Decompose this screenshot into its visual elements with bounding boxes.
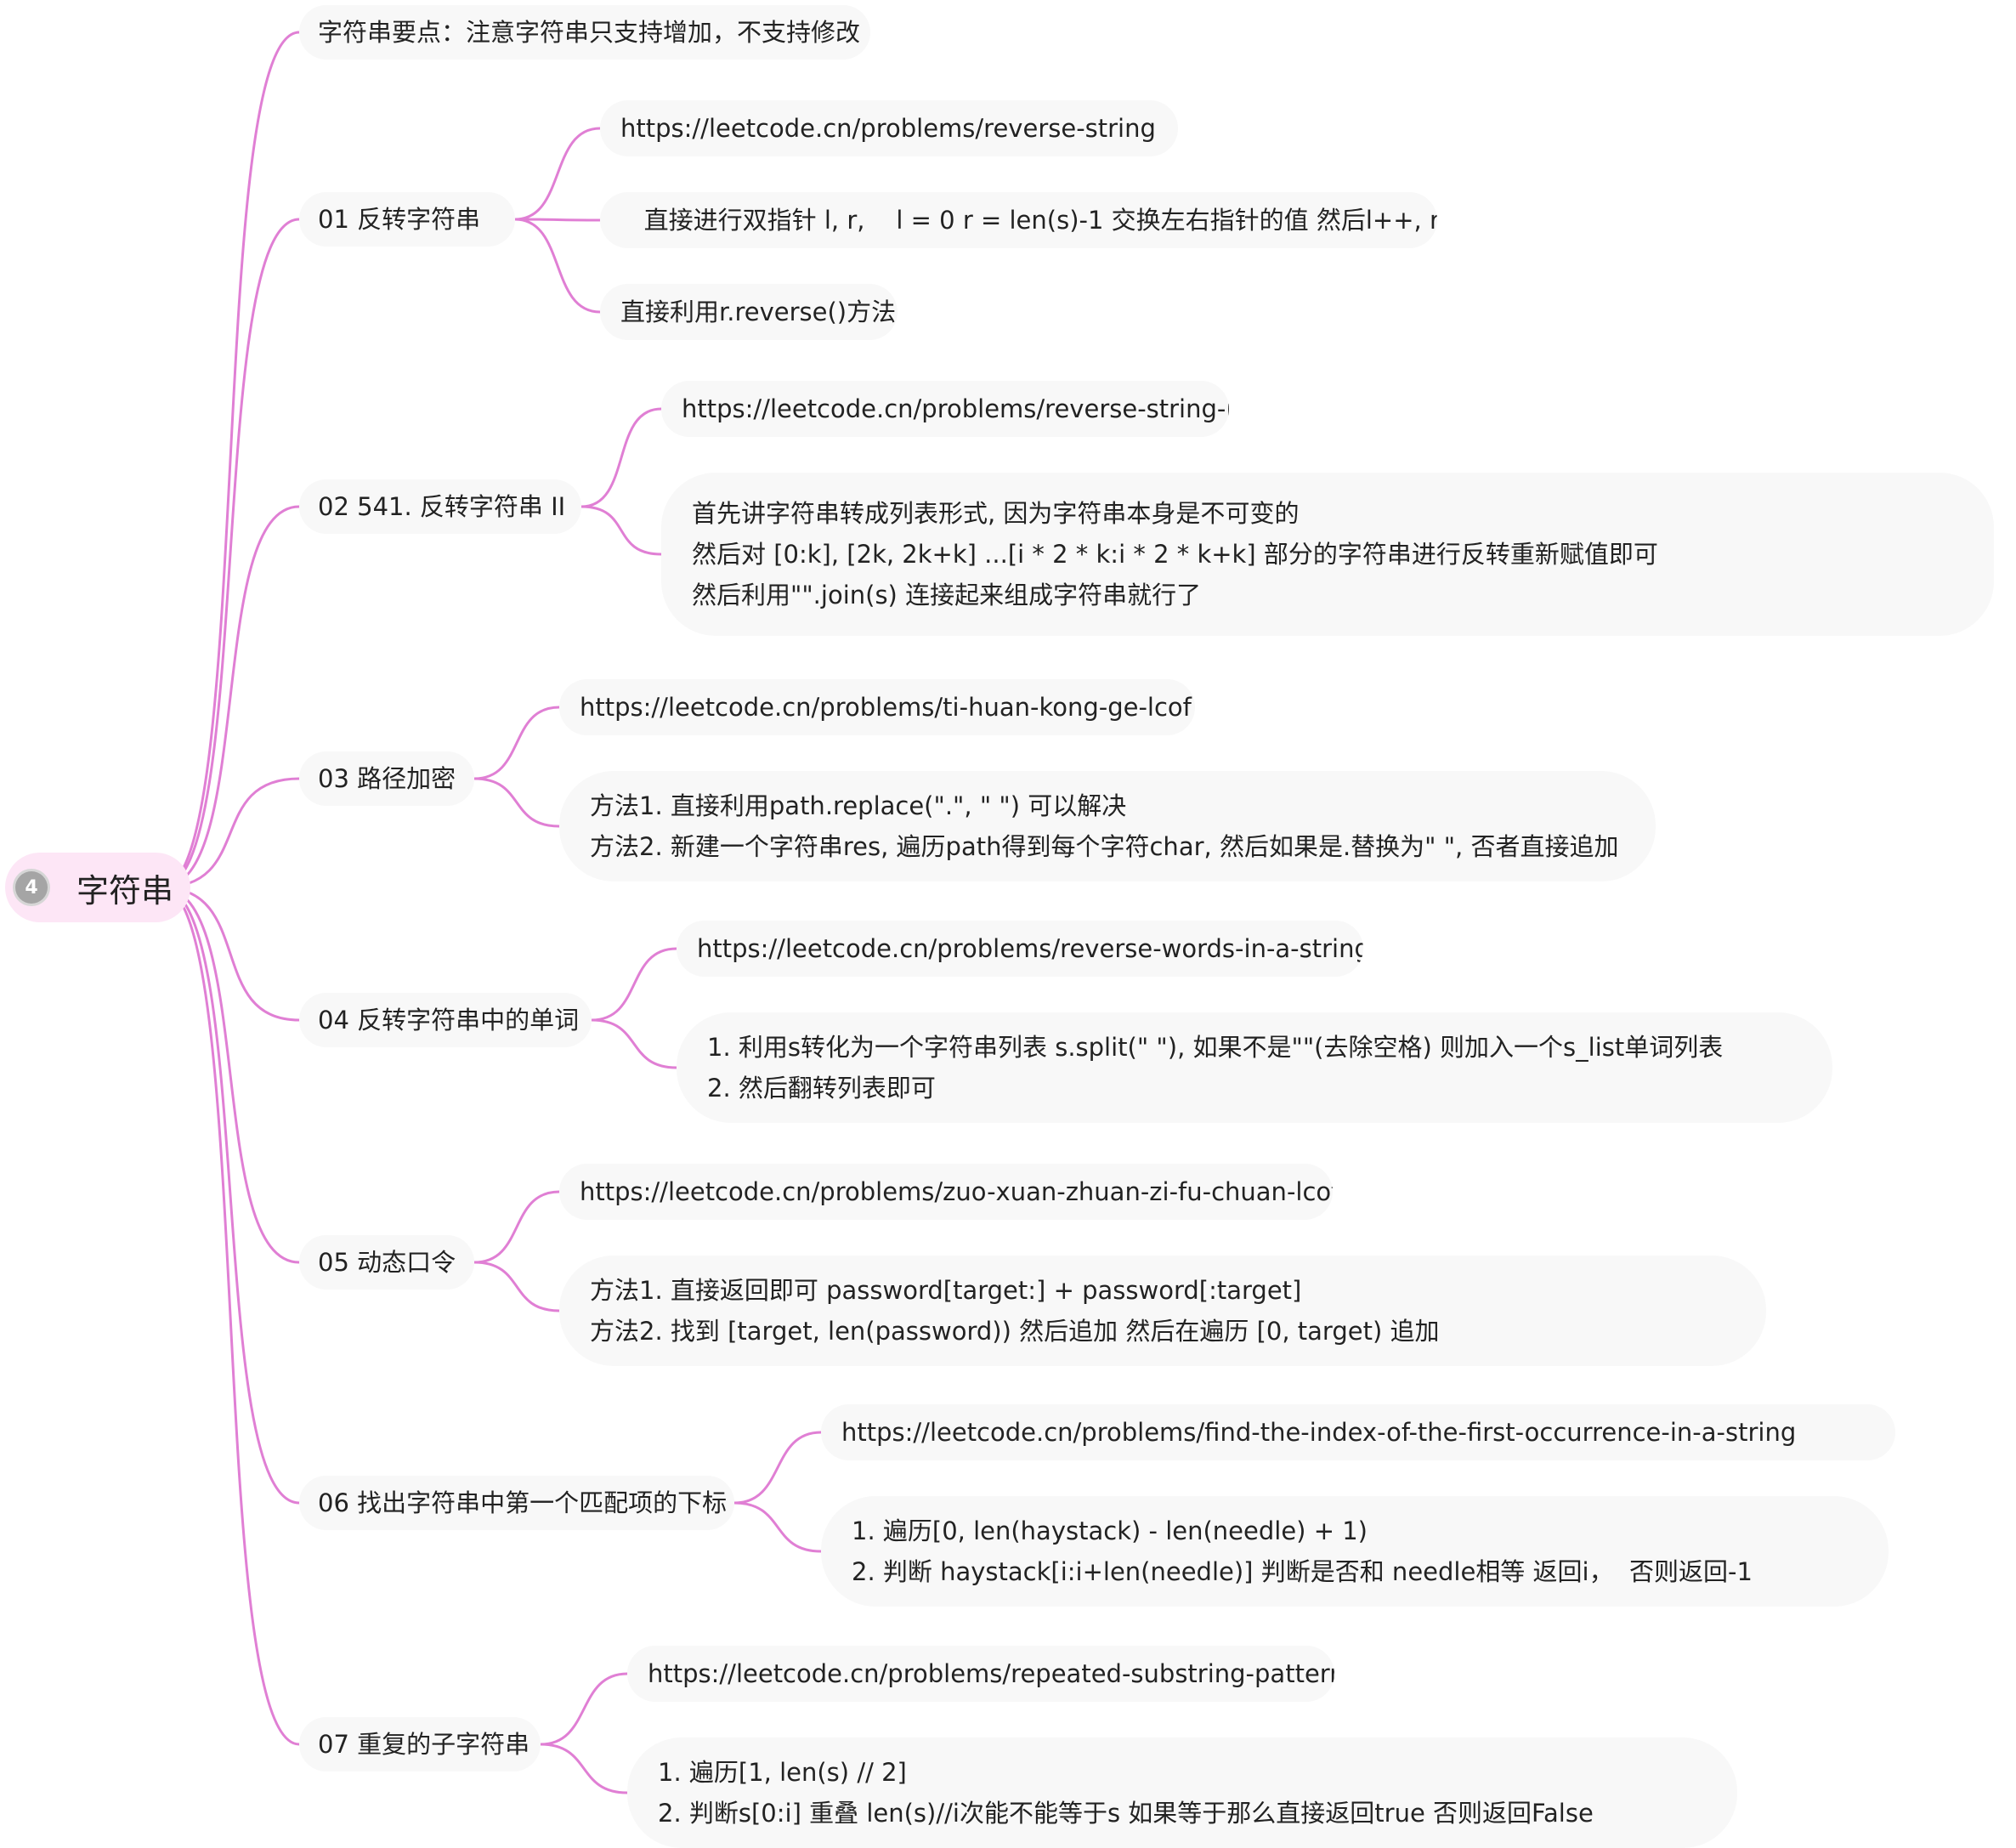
note-node[interactable]: 1. 遍历[0, len(haystack) - len(needle) + 1… bbox=[821, 1496, 1889, 1607]
note-node[interactable]: 方法1. 直接返回即可 password[target:] + password… bbox=[559, 1256, 1766, 1366]
text-line: 然后对 [0:k], [2k, 2k+k] ...[i * 2 * k:i * … bbox=[692, 540, 1658, 569]
text-line: https://leetcode.cn/problems/reverse-str… bbox=[620, 114, 1156, 143]
connector-root-find-first-occurrence bbox=[161, 886, 300, 1505]
branch-reverse-string-ii[interactable]: 02 541. 反转字符串 II bbox=[299, 479, 581, 534]
problem-link[interactable]: https://leetcode.cn/problems/reverse-str… bbox=[661, 381, 1229, 437]
connector-reverse-string-ii-0 bbox=[580, 407, 662, 508]
text-line: https://leetcode.cn/problems/reverse-wor… bbox=[697, 934, 1363, 963]
text-line: 1. 利用s转化为一个字符串列表 s.split(" "), 如果不是""(去除… bbox=[707, 1033, 1724, 1062]
text-line: https://leetcode.cn/problems/zuo-xuan-zh… bbox=[580, 1177, 1333, 1206]
note-text: https://leetcode.cn/problems/reverse-wor… bbox=[697, 928, 1363, 969]
connector-reverse-string-2 bbox=[514, 218, 601, 314]
problem-link[interactable]: https://leetcode.cn/problems/ti-huan-kon… bbox=[559, 679, 1195, 735]
problem-link[interactable]: https://leetcode.cn/problems/reverse-str… bbox=[600, 100, 1178, 156]
text-line: 首先讲字符串转成列表形式, 因为字符串本身是不可变的 bbox=[692, 499, 1300, 528]
connector-root-path-encryption bbox=[161, 777, 300, 889]
note-text: https://leetcode.cn/problems/ti-huan-kon… bbox=[580, 687, 1192, 728]
connector-dynamic-password-1 bbox=[473, 1261, 560, 1312]
text-line: 方法1. 直接返回即可 password[target:] + password… bbox=[590, 1276, 1302, 1305]
root-topic-label: 字符串 bbox=[76, 871, 174, 910]
connector-root-string-key-point bbox=[161, 31, 300, 889]
priority-4-icon: 4 bbox=[15, 871, 48, 904]
note-text: https://leetcode.cn/problems/repeated-su… bbox=[648, 1653, 1334, 1694]
branch-label: 05 动态口令 bbox=[318, 1248, 456, 1277]
branch-path-encryption[interactable]: 03 路径加密 bbox=[299, 751, 474, 806]
problem-link[interactable]: https://leetcode.cn/problems/find-the-in… bbox=[821, 1404, 1895, 1460]
text-line: https://leetcode.cn/problems/find-the-in… bbox=[841, 1418, 1797, 1447]
connector-path-encryption-0 bbox=[473, 706, 560, 780]
note-node[interactable]: 直接进行双指针 l, r, l = 0 r = len(s)-1 交换左右指针的… bbox=[600, 192, 1437, 248]
connector-root-reverse-words bbox=[161, 886, 300, 1022]
note-node[interactable]: 方法1. 直接利用path.replace(".", " ") 可以解决方法2.… bbox=[559, 771, 1656, 881]
branch-reverse-words[interactable]: 04 反转字符串中的单词 bbox=[299, 993, 592, 1047]
branch-label: 07 重复的子字符串 bbox=[318, 1730, 530, 1759]
note-text: https://leetcode.cn/problems/zuo-xuan-zh… bbox=[580, 1171, 1333, 1212]
connector-reverse-string-1 bbox=[514, 218, 601, 222]
connector-repeated-substring-1 bbox=[540, 1743, 628, 1794]
branch-label: 06 找出字符串中第一个匹配项的下标 bbox=[318, 1488, 728, 1517]
text-line: 然后利用"".join(s) 连接起来组成字符串就行了 bbox=[692, 581, 1202, 609]
note-text: https://leetcode.cn/problems/reverse-str… bbox=[620, 108, 1156, 149]
connector-root-dynamic-password bbox=[161, 886, 300, 1264]
text-line: 方法2. 新建一个字符串res, 遍历path得到每个字符char, 然后如果是… bbox=[590, 832, 1619, 861]
branch-repeated-substring[interactable]: 07 重复的子字符串 bbox=[299, 1717, 541, 1771]
note-text: 1. 遍历[1, len(s) // 2] 2. 判断s[0:i] 重叠 len(… bbox=[658, 1752, 1594, 1834]
note-text: https://leetcode.cn/problems/reverse-str… bbox=[682, 388, 1229, 429]
text-line: 2. 判断 haystack[i:i+len(needle)] 判断是否和 ne… bbox=[852, 1557, 1753, 1586]
note-node[interactable]: 首先讲字符串转成列表形式, 因为字符串本身是不可变的然后对 [0:k], [2k… bbox=[661, 473, 1994, 636]
root-topic[interactable]: 4 字符串 bbox=[5, 853, 190, 922]
connector-root-repeated-substring bbox=[161, 886, 300, 1746]
note-text: 方法1. 直接利用path.replace(".", " ") 可以解决方法2.… bbox=[590, 785, 1619, 867]
note-node[interactable]: 1. 利用s转化为一个字符串列表 s.split(" "), 如果不是""(去除… bbox=[677, 1012, 1832, 1123]
branch-dynamic-password[interactable]: 05 动态口令 bbox=[299, 1235, 474, 1290]
branch-find-first-occurrence[interactable]: 06 找出字符串中第一个匹配项的下标 bbox=[299, 1476, 734, 1530]
note-text: https://leetcode.cn/problems/find-the-in… bbox=[841, 1412, 1796, 1453]
text-line: 方法1. 直接利用path.replace(".", " ") 可以解决 bbox=[590, 791, 1127, 820]
connector-reverse-words-0 bbox=[591, 947, 677, 1022]
text-line: 直接进行双指针 l, r, l = 0 r = len(s)-1 交换左右指针的… bbox=[620, 206, 1437, 235]
connector-path-encryption-1 bbox=[473, 777, 560, 828]
connector-root-reverse-string-ii bbox=[161, 505, 300, 889]
branch-reverse-string[interactable]: 01 反转字符串 bbox=[299, 192, 515, 247]
note-text: 直接进行双指针 l, r, l = 0 r = len(s)-1 交换左右指针的… bbox=[620, 200, 1437, 241]
branch-string-key-point[interactable]: 字符串要点：注意字符串只支持增加，不支持修改 bbox=[299, 5, 870, 60]
text-line: https://leetcode.cn/problems/repeated-su… bbox=[648, 1659, 1334, 1688]
branch-label: 字符串要点：注意字符串只支持增加，不支持修改 bbox=[318, 18, 861, 47]
note-text: 方法1. 直接返回即可 password[target:] + password… bbox=[590, 1270, 1440, 1352]
connector-find-first-occurrence-1 bbox=[733, 1501, 822, 1553]
connector-root-reverse-string bbox=[161, 218, 300, 889]
connector-reverse-words-1 bbox=[591, 1018, 677, 1069]
branch-label: 04 反转字符串中的单词 bbox=[318, 1006, 580, 1035]
text-line: https://leetcode.cn/problems/ti-huan-kon… bbox=[580, 693, 1192, 722]
branch-label: 02 541. 反转字符串 II bbox=[318, 492, 566, 521]
note-node[interactable]: 直接利用r.reverse()方法 bbox=[600, 284, 898, 340]
branch-label: 01 反转字符串 bbox=[318, 205, 481, 234]
text-line: 1. 遍历[0, len(haystack) - len(needle) + 1… bbox=[852, 1516, 1368, 1545]
note-text: 首先讲字符串转成列表形式, 因为字符串本身是不可变的然后对 [0:k], [2k… bbox=[692, 493, 1658, 615]
problem-link[interactable]: https://leetcode.cn/problems/zuo-xuan-zh… bbox=[559, 1164, 1333, 1220]
note-text: 1. 利用s转化为一个字符串列表 s.split(" "), 如果不是""(去除… bbox=[707, 1027, 1723, 1108]
note-text: 1. 遍历[0, len(haystack) - len(needle) + 1… bbox=[852, 1511, 1753, 1592]
text-line: 方法2. 找到 [target, len(password)) 然后追加 然后在… bbox=[590, 1317, 1440, 1346]
problem-link[interactable]: https://leetcode.cn/problems/repeated-su… bbox=[627, 1646, 1334, 1702]
connector-reverse-string-0 bbox=[514, 127, 601, 221]
connector-repeated-substring-0 bbox=[540, 1672, 628, 1746]
text-line: 1. 遍历[1, len(s) // 2] bbox=[658, 1758, 907, 1787]
problem-link[interactable]: https://leetcode.cn/problems/reverse-wor… bbox=[677, 921, 1363, 977]
text-line: 2. 判断s[0:i] 重叠 len(s)//i次能不能等于s 如果等于那么直接… bbox=[658, 1799, 1594, 1828]
connector-find-first-occurrence-0 bbox=[733, 1431, 822, 1505]
note-node[interactable]: 1. 遍历[1, len(s) // 2] 2. 判断s[0:i] 重叠 len(… bbox=[627, 1737, 1737, 1848]
connector-reverse-string-ii-1 bbox=[580, 505, 662, 556]
text-line: 2. 然后翻转列表即可 bbox=[707, 1074, 936, 1103]
connector-dynamic-password-0 bbox=[473, 1190, 560, 1264]
text-line: https://leetcode.cn/problems/reverse-str… bbox=[682, 394, 1229, 423]
branch-label: 03 路径加密 bbox=[318, 764, 456, 793]
note-text: 直接利用r.reverse()方法 bbox=[620, 292, 896, 332]
text-line: 直接利用r.reverse()方法 bbox=[620, 298, 897, 326]
